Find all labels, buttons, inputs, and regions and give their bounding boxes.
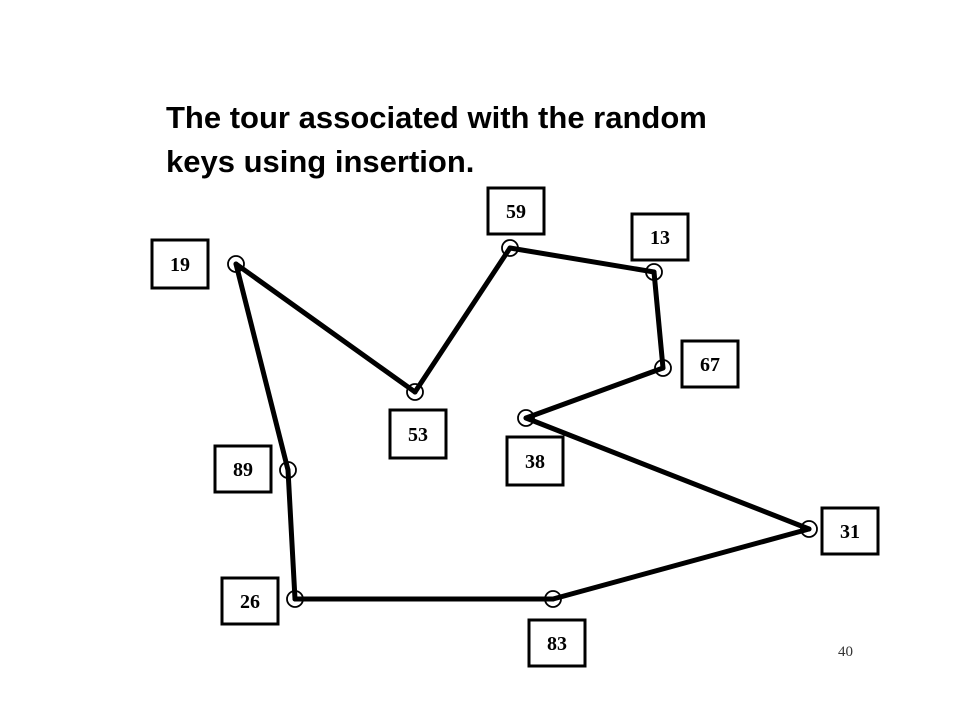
node-label-box-13 — [630, 212, 690, 262]
node-circle-59 — [501, 239, 519, 257]
tour-edge-38-31 — [523, 415, 812, 532]
node-circle-31 — [800, 520, 818, 538]
node-label-83: 83 — [547, 633, 567, 655]
tour-edge-26-89 — [285, 467, 298, 602]
slide-title: The tour associated with the random keys… — [166, 96, 866, 184]
tour-edge-13-67 — [651, 269, 666, 371]
tour-edge-67-38 — [523, 365, 666, 421]
node-label-box-38 — [505, 435, 565, 487]
node-circle-26 — [286, 590, 304, 608]
node-label-box-67 — [680, 339, 740, 389]
node-label-67: 67 — [700, 354, 720, 376]
tour-edge-53-59 — [412, 245, 513, 395]
node-label-38: 38 — [525, 451, 545, 473]
tour-edge-31-83 — [550, 526, 812, 602]
node-label-box-19 — [150, 238, 210, 290]
node-label-31: 31 — [840, 521, 860, 543]
node-label-box-26 — [220, 576, 280, 626]
node-circle-67 — [654, 359, 672, 377]
node-label-89: 89 — [233, 459, 253, 481]
node-circle-53 — [406, 383, 424, 401]
node-circle-83 — [544, 590, 562, 608]
node-label-13: 13 — [650, 227, 670, 249]
node-circle-13 — [645, 263, 663, 281]
node-label-box-53 — [388, 408, 448, 460]
page-number: 40 — [838, 644, 853, 660]
node-label-19: 19 — [170, 254, 190, 276]
tour-edge-59-13 — [507, 245, 657, 275]
node-circle-38 — [517, 409, 535, 427]
node-label-59: 59 — [506, 201, 526, 223]
node-circle-89 — [279, 461, 297, 479]
tour-edge-89-19 — [233, 261, 291, 473]
tour-edge-19-53 — [233, 261, 418, 395]
title-line-2: keys using insertion. — [166, 144, 475, 179]
node-circle-19 — [227, 255, 245, 273]
title-line-1: The tour associated with the random — [166, 100, 707, 135]
node-label-box-83 — [527, 618, 587, 668]
node-label-53: 53 — [408, 424, 428, 446]
node-label-box-89 — [213, 444, 273, 494]
node-label-box-59 — [486, 186, 546, 236]
node-label-26: 26 — [240, 591, 260, 613]
node-label-box-31 — [820, 506, 880, 556]
